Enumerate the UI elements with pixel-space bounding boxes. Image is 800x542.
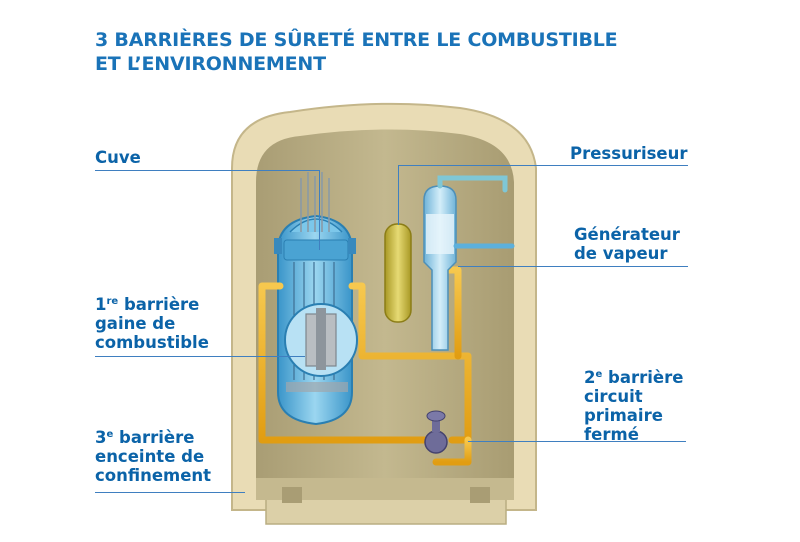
barrier-3-heading: 3e barrière	[95, 428, 211, 447]
barrier-2-line-2: circuit	[584, 387, 643, 406]
label-barrier-3: 3e barrière enceinte de confinement	[95, 428, 211, 485]
barrier-2-heading: 2e barrière	[584, 368, 683, 387]
barrier-3-ordinal: e	[106, 429, 114, 440]
primary-pump	[424, 410, 448, 454]
barrier-2-line-4: fermé	[584, 425, 639, 444]
barrier-2-line-3: primaire	[584, 406, 663, 425]
barrier-3-line-3: confinement	[95, 466, 212, 485]
barrier-1-number: 1	[95, 295, 107, 314]
barrier-2-ordinal: e	[595, 369, 603, 380]
label-cuve: Cuve	[95, 148, 141, 167]
label-barrier-1: 1re barrière gaine de combustible	[95, 295, 209, 352]
leader-pressuriseur-drop	[398, 165, 399, 225]
barrier-1-ordinal: re	[106, 296, 119, 307]
leader-barrier-2	[468, 441, 686, 442]
barrier-1-line-2: gaine de	[95, 314, 176, 333]
label-barrier-2: 2e barrière circuit primaire fermé	[584, 368, 683, 444]
title-line-1: 3 BARRIÈRES DE SÛRETÉ ENTRE LE COMBUSTIB…	[95, 29, 618, 51]
barrier-1-line-3: combustible	[95, 333, 209, 352]
title-line-2: ET L’ENVIRONNEMENT	[95, 53, 326, 75]
barrier-3-line-2: enceinte de	[95, 447, 205, 466]
barrier-3-word: barrière	[113, 428, 195, 447]
generateur-line-1: Générateur	[574, 225, 680, 244]
barrier-2-number: 2	[584, 368, 596, 387]
label-generateur: Générateur de vapeur	[574, 225, 680, 263]
generateur-line-2: de vapeur	[574, 244, 668, 263]
barrier-1-heading: 1re barrière	[95, 295, 209, 314]
leader-pressuriseur	[398, 165, 688, 166]
leader-generateur	[458, 266, 688, 267]
label-pressuriseur: Pressuriseur	[570, 144, 688, 163]
leader-cuve	[95, 170, 320, 171]
leader-barrier-3	[95, 492, 245, 493]
barrier-3-number: 3	[95, 428, 107, 447]
pressurizer	[384, 223, 412, 323]
barrier-2-word: barrière	[602, 368, 684, 387]
barrier-1-word: barrière	[118, 295, 200, 314]
leader-cuve-drop	[319, 170, 320, 250]
diagram-title: 3 BARRIÈRES DE SÛRETÉ ENTRE LE COMBUSTIB…	[95, 28, 618, 76]
leader-barrier-1	[95, 356, 305, 357]
steam-generator	[423, 175, 515, 351]
